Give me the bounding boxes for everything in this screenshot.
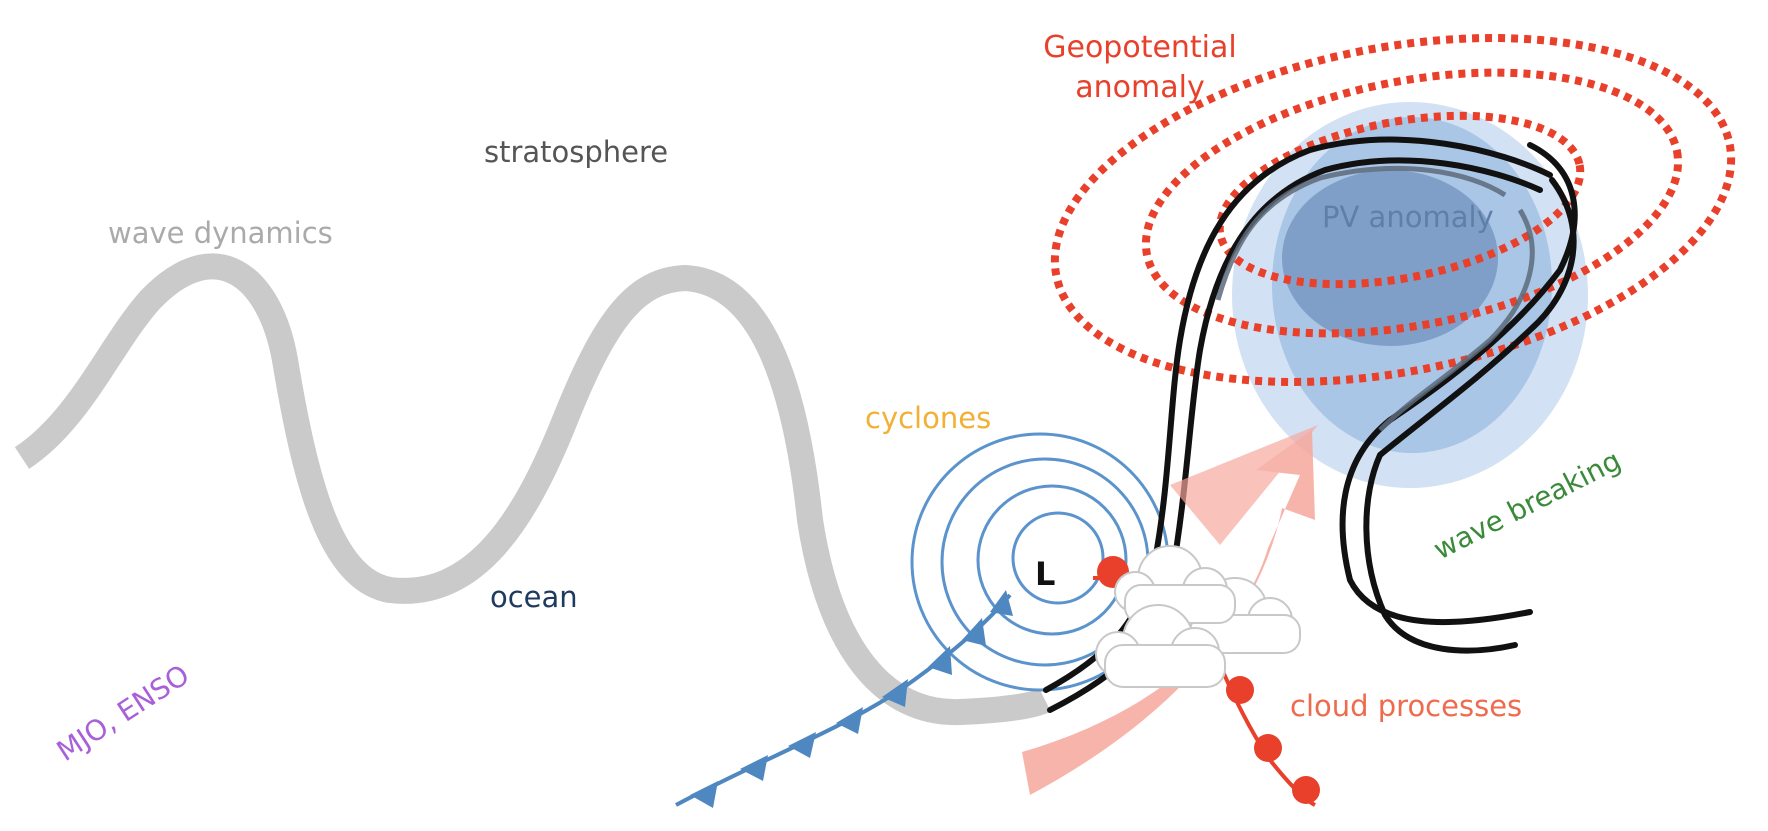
ascent-arrow-head — [1170, 425, 1318, 545]
stratosphere-label: stratosphere — [484, 135, 668, 169]
cold-front-tooth-6 — [928, 646, 952, 675]
cold-front-tooth-2 — [740, 755, 768, 781]
ascent-arrow-shaft — [1022, 430, 1315, 795]
geopotential-contour-inner — [1215, 111, 1585, 289]
pv-anomaly-label: PV anomaly — [1322, 200, 1494, 234]
geopotential-label-line1: Geopotential — [1043, 30, 1237, 65]
geopotential-label-line2: anomaly — [1075, 70, 1204, 105]
cyclone-ring-2 — [976, 484, 1128, 636]
cold-front-tooth-5 — [882, 679, 908, 707]
jet-streamline-right-2 — [1363, 177, 1577, 654]
geopotential-contours — [1050, 34, 1736, 386]
planetary-wave-band — [14, 253, 1051, 726]
cold-front-tooth-1 — [690, 781, 718, 808]
cold-front-tooth-4 — [836, 707, 863, 734]
jet-streamlines-overlay — [1215, 165, 1535, 432]
warm-front-bump-3 — [1292, 776, 1320, 804]
ascent-arrow-icon — [1022, 425, 1318, 795]
cloud-processes-label: cloud processes — [1290, 689, 1522, 723]
wave-dynamics-label: wave dynamics — [108, 216, 333, 250]
geopotential-contour-outer — [1050, 34, 1736, 386]
jet-streamline-inner-1 — [1215, 165, 1507, 301]
warm-front-bump-1 — [1226, 676, 1254, 704]
warm-front-icon — [1093, 556, 1320, 807]
pv-inner-core — [1282, 170, 1498, 346]
low-pressure-symbol: L — [1035, 555, 1055, 593]
cold-front-icon — [675, 590, 1013, 808]
geopotential-contour-middle — [1141, 68, 1683, 338]
cyclone-ring-1 — [1011, 511, 1105, 605]
cold-front-tooth-7 — [962, 618, 986, 646]
jet-streamline-inner-2 — [1378, 208, 1535, 432]
mjo-enso-label: MJO, ENSO — [51, 658, 195, 768]
cold-front-tooth-8 — [990, 590, 1013, 616]
cold-front-tooth-3 — [788, 732, 816, 758]
cloud-icon — [1095, 545, 1301, 688]
ocean-label: ocean — [490, 580, 578, 614]
cloud-front — [1095, 604, 1226, 688]
cyclones-label: cyclones — [865, 401, 991, 435]
warm-front-bump-2 — [1254, 734, 1282, 762]
